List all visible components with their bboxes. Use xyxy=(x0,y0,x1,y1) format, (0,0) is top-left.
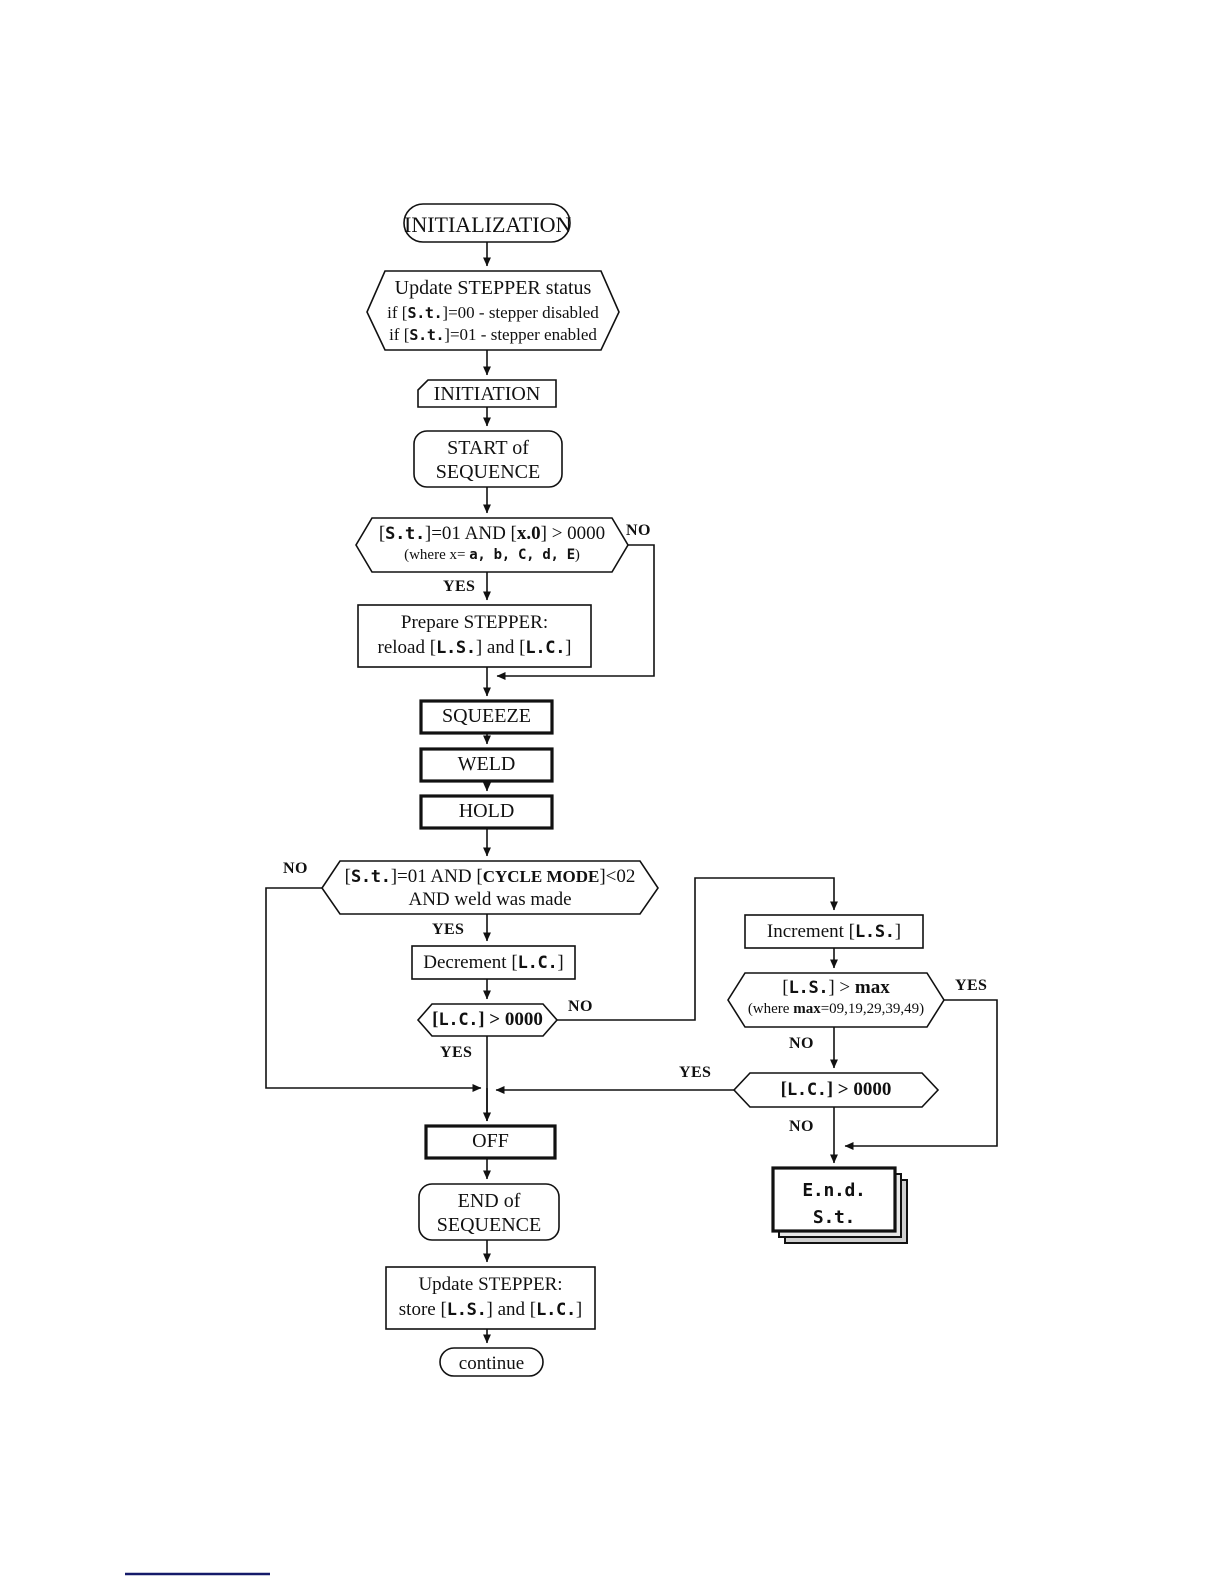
node-decrement-lc-shape xyxy=(411,945,576,980)
edge-label-yes-stx0: YES xyxy=(443,578,476,595)
node-start-of-sequence-shape xyxy=(413,430,563,488)
node-weld-shape xyxy=(419,747,554,783)
edge-label-no-lc-left: NO xyxy=(568,998,593,1015)
edge-lsmax-yes-to-end xyxy=(844,999,998,1150)
edge-stx0-no-bypass xyxy=(496,544,655,680)
node-initialization-shape xyxy=(403,203,571,243)
edge-label-yes-lsmax: YES xyxy=(955,977,988,994)
edge-label-no-lsmax: NO xyxy=(789,1035,814,1052)
edge-label-yes-lc-right: YES xyxy=(679,1064,712,1081)
node-end-st-shape xyxy=(771,1166,897,1233)
node-initiation-shape xyxy=(417,379,557,408)
node-decision-lc-left-shape xyxy=(416,1003,559,1037)
node-off-shape xyxy=(424,1124,557,1160)
edge-lc-left-no-to-increment xyxy=(557,877,838,1021)
node-end-of-sequence-shape xyxy=(418,1183,560,1241)
edge-label-no-lc-right: NO xyxy=(789,1118,814,1135)
edge-label-yes-cyclemode: YES xyxy=(432,921,465,938)
node-update-stepper-status-shape xyxy=(366,270,620,351)
edge-label-no-cyclemode: NO xyxy=(283,860,308,877)
node-update-stepper-store-shape xyxy=(385,1266,596,1330)
node-prepare-stepper-shape xyxy=(357,604,592,668)
node-hold-shape xyxy=(419,794,554,830)
node-decision-st-x0-shape xyxy=(355,517,629,573)
node-squeeze-shape xyxy=(419,699,554,735)
edge-label-no-stx0: NO xyxy=(626,522,651,539)
node-increment-ls-shape xyxy=(744,914,924,949)
node-continue-shape xyxy=(439,1347,544,1377)
node-decision-ls-max-shape xyxy=(727,972,945,1028)
node-decision-cycle-mode-shape xyxy=(321,860,659,915)
edge-cyclemode-no-bypass xyxy=(265,887,482,1092)
edge-label-yes-lc-left: YES xyxy=(440,1044,473,1061)
node-decision-lc-right-shape xyxy=(732,1072,940,1108)
